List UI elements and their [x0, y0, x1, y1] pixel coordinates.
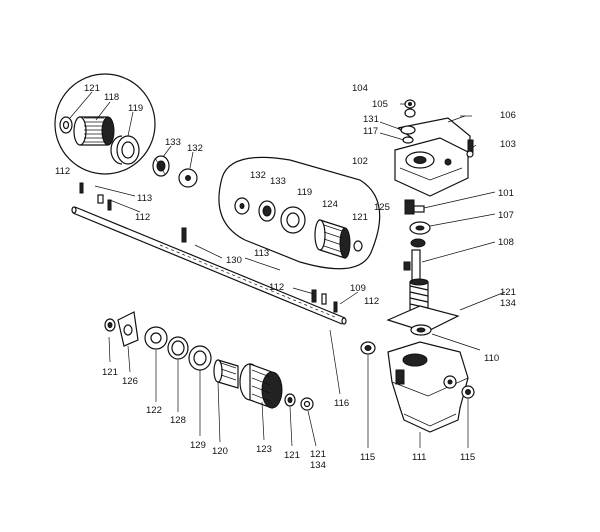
bearing-119: [110, 135, 140, 165]
label-102: 102: [352, 156, 368, 167]
label-121-d: 121: [102, 367, 118, 378]
label-131: 131: [363, 114, 379, 125]
label-129: 129: [190, 440, 206, 451]
label-116: 116: [334, 398, 349, 409]
gear-120: [213, 359, 239, 389]
label-110: 110: [484, 353, 499, 364]
label-121-a: 121: [84, 83, 100, 94]
label-112-c: 112: [269, 282, 284, 293]
shaft-130: [71, 206, 347, 325]
ring-122: [144, 326, 168, 350]
gear-housing-111: [387, 341, 469, 433]
worm-shaft-108: [403, 249, 429, 313]
label-111: 111: [412, 452, 426, 463]
label-121-b: 121: [352, 212, 368, 223]
part-101: [404, 199, 425, 215]
label-121-f: 121: [310, 449, 326, 460]
nut-105: [404, 99, 416, 118]
washer-121-134: [300, 397, 314, 411]
label-121-e: 121: [284, 450, 300, 461]
label-124: 124: [322, 199, 338, 210]
bearing-133-center: [258, 200, 276, 222]
bearing-119-center: [280, 206, 306, 234]
detail-circle-left: [54, 73, 156, 175]
label-106: 106: [500, 110, 516, 121]
bearing-133-left: [152, 155, 170, 177]
plate-126: [117, 311, 139, 347]
label-119-b: 119: [297, 187, 312, 198]
gear-123: [239, 363, 283, 409]
part-labels: 104 105 106 131 117 103 102 101 107 108 …: [55, 83, 516, 471]
gear-cover-102: [394, 137, 469, 197]
detail-oval-center: [218, 156, 381, 270]
leader-lines: [69, 91, 506, 448]
label-134-b: 134: [310, 460, 326, 471]
label-113-a: 113: [137, 193, 152, 204]
label-108: 108: [498, 237, 514, 248]
label-122: 122: [146, 405, 162, 416]
label-117: 117: [363, 126, 378, 137]
label-115-a: 115: [360, 452, 375, 463]
label-134-a: 134: [500, 298, 516, 309]
label-115-b: 115: [460, 452, 475, 463]
label-103: 103: [500, 139, 516, 150]
label-104: 104: [352, 83, 368, 94]
keys-112-mid: [311, 289, 338, 313]
label-128: 128: [170, 415, 186, 426]
washer-107: [409, 221, 431, 248]
label-121-c: 121: [500, 287, 516, 298]
ring-128: [167, 336, 189, 360]
gear-118: [73, 116, 115, 146]
label-132-b: 132: [250, 170, 266, 181]
screw-103: [466, 139, 474, 158]
label-133-a: 133: [165, 137, 181, 148]
label-119-a: 119: [128, 103, 143, 114]
washer-121: [59, 116, 73, 134]
label-109: 109: [350, 283, 366, 294]
label-130: 130: [226, 255, 242, 266]
label-105: 105: [372, 99, 388, 110]
label-101: 101: [498, 188, 514, 199]
gear-124: [314, 219, 351, 259]
label-118: 118: [104, 92, 119, 103]
label-107: 107: [498, 210, 514, 221]
keys-112-113: [79, 182, 136, 211]
label-123: 123: [256, 444, 272, 455]
label-112-d: 112: [364, 296, 379, 307]
label-112-b: 112: [135, 212, 150, 223]
gasket-110: [386, 305, 460, 336]
washer-117: [402, 136, 414, 144]
label-112-a: 112: [55, 166, 70, 177]
bearing-129: [188, 345, 212, 371]
label-126: 126: [122, 376, 138, 387]
washer-121-center: [353, 240, 363, 252]
label-113-b: 113: [254, 248, 269, 259]
label-120: 120: [212, 446, 228, 457]
washer-132-left: [178, 168, 198, 188]
label-132-a: 132: [187, 143, 203, 154]
label-125: 125: [374, 202, 390, 213]
washer-131: [400, 125, 416, 135]
label-133-b: 133: [270, 176, 286, 187]
